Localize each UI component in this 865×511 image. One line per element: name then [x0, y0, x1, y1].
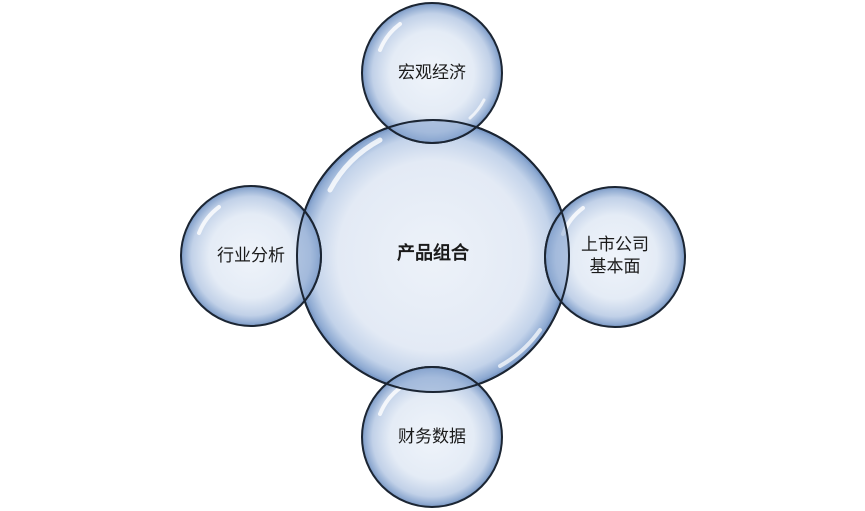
- top-bubble: [361, 2, 503, 144]
- center-bubble: [296, 119, 570, 393]
- left-bubble: [180, 185, 322, 327]
- right-bubble: [544, 186, 686, 328]
- overlap-regions: [297, 120, 569, 392]
